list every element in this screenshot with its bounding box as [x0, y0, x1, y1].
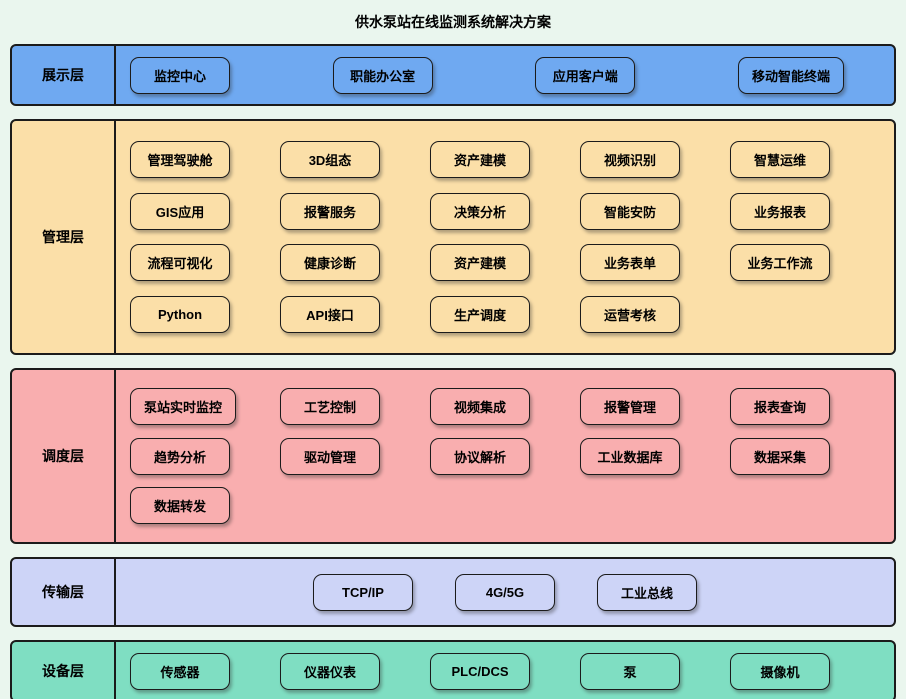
node-box: 管理驾驶舱	[130, 141, 230, 179]
node-row: 管理驾驶舱 3D组态 资产建模 视频识别 智慧运维	[130, 141, 880, 179]
node-box: 业务工作流	[730, 244, 830, 282]
node-box: 工艺控制	[280, 388, 380, 426]
node-row: 监控中心 职能办公室 应用客户端 移动智能终端	[130, 56, 880, 94]
layer-content-presentation: 监控中心 职能办公室 应用客户端 移动智能终端	[116, 46, 894, 104]
node-box: API接口	[280, 295, 380, 333]
node-row: Python API接口 生产调度 运营考核	[130, 295, 880, 333]
node-row: 趋势分析 驱动管理 协议解析 工业数据库 数据采集	[130, 437, 880, 475]
node-box: 4G/5G	[455, 573, 555, 611]
node-box: 决策分析	[430, 192, 530, 230]
node-box: 仪器仪表	[280, 652, 380, 690]
layer-label-dispatch: 调度层	[12, 370, 116, 542]
layer-label-management: 管理层	[12, 121, 116, 353]
node-box: 智慧运维	[730, 141, 830, 179]
node-box: Python	[130, 295, 230, 333]
layer-transmission: 传输层 TCP/IP 4G/5G 工业总线	[10, 557, 896, 627]
node-row: TCP/IP 4G/5G 工业总线	[130, 573, 880, 611]
node-box: 工业总线	[597, 573, 697, 611]
node-box: 协议解析	[430, 437, 530, 475]
node-box: 业务表单	[580, 244, 680, 282]
node-box: 智能安防	[580, 192, 680, 230]
node-box: TCP/IP	[313, 573, 413, 611]
layer-label-transmission: 传输层	[12, 559, 116, 625]
layer-label-presentation: 展示层	[12, 46, 116, 104]
node-box: 职能办公室	[332, 56, 433, 94]
node-box: 视频识别	[580, 141, 680, 179]
node-box: 报表查询	[730, 388, 830, 426]
node-row: 流程可视化 健康诊断 资产建模 业务表单 业务工作流	[130, 244, 880, 282]
layer-presentation: 展示层监控中心 职能办公室 应用客户端 移动智能终端	[10, 44, 896, 106]
diagram-title: 供水泵站在线监测系统解决方案	[355, 14, 551, 30]
layer-content-dispatch: 泵站实时监控工艺控制视频集成报警管理报表查询趋势分析驱动管理协议解析工业数据库数…	[116, 370, 894, 542]
node-box: 传感器	[130, 652, 230, 690]
layer-dispatch: 调度层泵站实时监控 工艺控制 视频集成 报警管理 报表查询趋势分析 驱动管理 协议解析 工业数…	[10, 368, 896, 544]
node-box: PLC/DCS	[430, 652, 530, 690]
layer-label-device: 设备层	[12, 642, 116, 699]
node-box: 资产建模	[430, 141, 530, 179]
node-box: 运营考核	[580, 295, 680, 333]
node-box: 应用客户端	[535, 56, 636, 94]
node-box: 流程可视化	[130, 244, 230, 282]
node-box: 数据转发	[130, 486, 230, 524]
layer-device: 设备层传感器 仪器仪表 PLC/DCS 泵 摄像机	[10, 640, 896, 699]
node-box: 生产调度	[430, 295, 530, 333]
node-box: 资产建模	[430, 244, 530, 282]
node-row: 数据转发	[130, 486, 880, 524]
node-box: 驱动管理	[280, 437, 380, 475]
node-box: 视频集成	[430, 388, 530, 426]
node-box: 报警管理	[580, 388, 680, 426]
node-box: 数据采集	[730, 437, 830, 475]
node-box: 报警服务	[280, 192, 380, 230]
node-box: 3D组态	[280, 141, 380, 179]
node-box: 趋势分析	[130, 437, 230, 475]
node-box: GIS应用	[130, 192, 230, 230]
node-box: 泵	[580, 652, 680, 690]
node-row: GIS应用 报警服务 决策分析 智能安防 业务报表	[130, 192, 880, 230]
layer-content-transmission: TCP/IP 4G/5G 工业总线	[116, 559, 894, 625]
node-box: 泵站实时监控	[130, 388, 237, 426]
node-box: 监控中心	[130, 56, 230, 94]
node-box: 业务报表	[730, 192, 830, 230]
node-box: 工业数据库	[580, 437, 680, 475]
node-row: 泵站实时监控 工艺控制 视频集成 报警管理 报表查询	[130, 388, 880, 426]
layer-content-device: 传感器 仪器仪表 PLC/DCS 泵 摄像机	[116, 642, 894, 699]
node-box: 移动智能终端	[737, 56, 844, 94]
node-box: 健康诊断	[280, 244, 380, 282]
node-row: 传感器 仪器仪表 PLC/DCS 泵 摄像机	[130, 652, 880, 690]
node-box: 摄像机	[730, 652, 830, 690]
